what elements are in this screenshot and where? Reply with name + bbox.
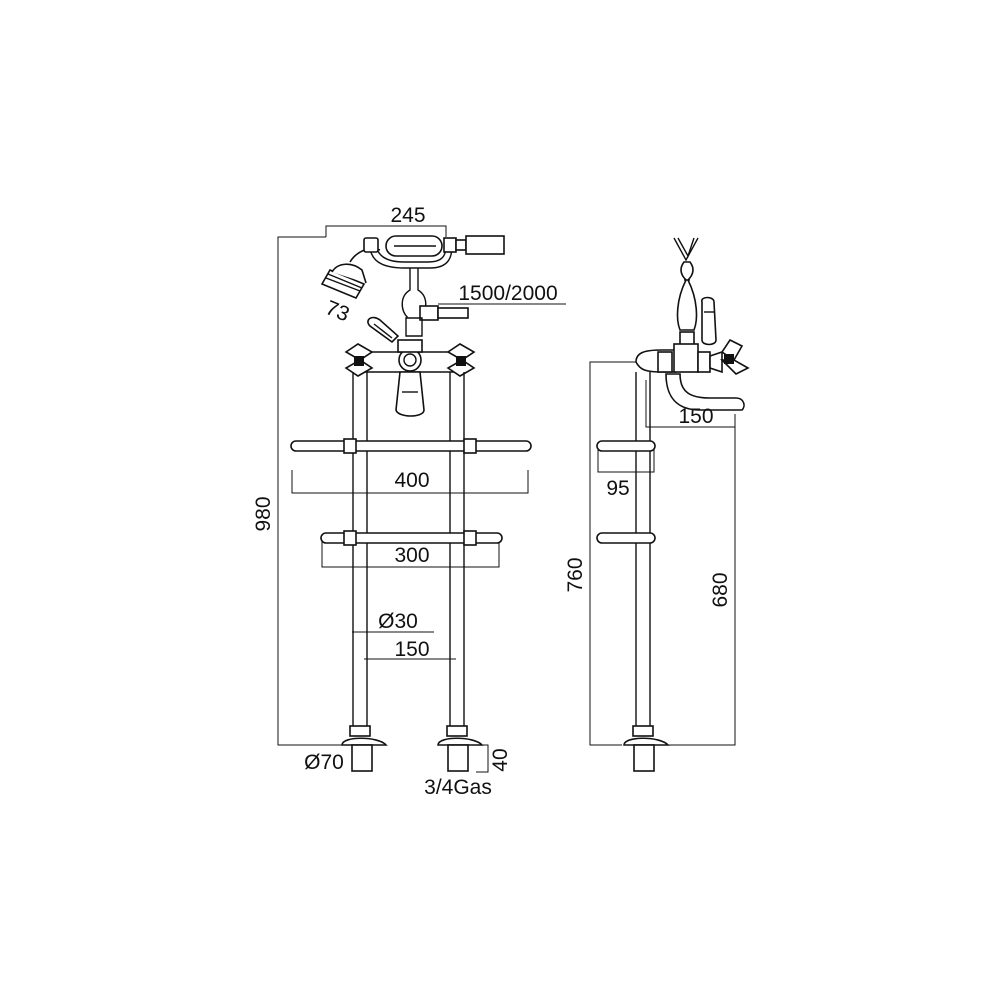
dim-rail-offset: 95 [606,477,629,500]
side-view: 150 95 760 680 [564,237,750,772]
side-porcelain-lever [701,296,717,346]
right-cross-handle [446,343,476,377]
dim-outlet-height: 760 [564,557,587,592]
dim-hose-length: 1500/2000 [458,282,557,305]
front-view: 245 73 1500/2000 980 400 300 Ø30 150 Ø70… [252,204,566,799]
side-shower-riser [673,237,699,347]
dim-spout-height: 680 [709,572,732,607]
leg-left [341,372,388,772]
dim-upper-rail: 400 [394,469,429,492]
left-cross-handle [344,343,374,377]
side-upper-rail [596,440,656,452]
side-mixer-body [635,338,750,411]
side-leg [623,372,670,772]
upper-rail [290,438,532,454]
dim-total-height: 980 [252,496,275,531]
mixer-body [357,339,463,417]
side-lower-rail [596,532,656,544]
dim-spout-reach: 150 [678,405,713,428]
dim-handset-width: 245 [390,204,425,227]
side-dimension-lines [589,361,736,746]
lower-rail [320,530,503,546]
dim-lower-rail: 300 [394,544,429,567]
front-dimension-lines [277,225,566,773]
dim-handset-diameter: 73 [322,296,352,326]
handset-cradle [363,235,505,337]
dim-thread: 3/4Gas [424,776,492,799]
dim-leg-diameter: Ø30 [378,610,418,633]
diverter-lever [367,316,400,344]
dim-base-height: 40 [489,748,512,771]
leg-right [437,372,484,772]
hand-shower-head [320,247,381,300]
dim-base-diameter: Ø70 [304,751,344,774]
dim-leg-spacing: 150 [394,638,429,661]
